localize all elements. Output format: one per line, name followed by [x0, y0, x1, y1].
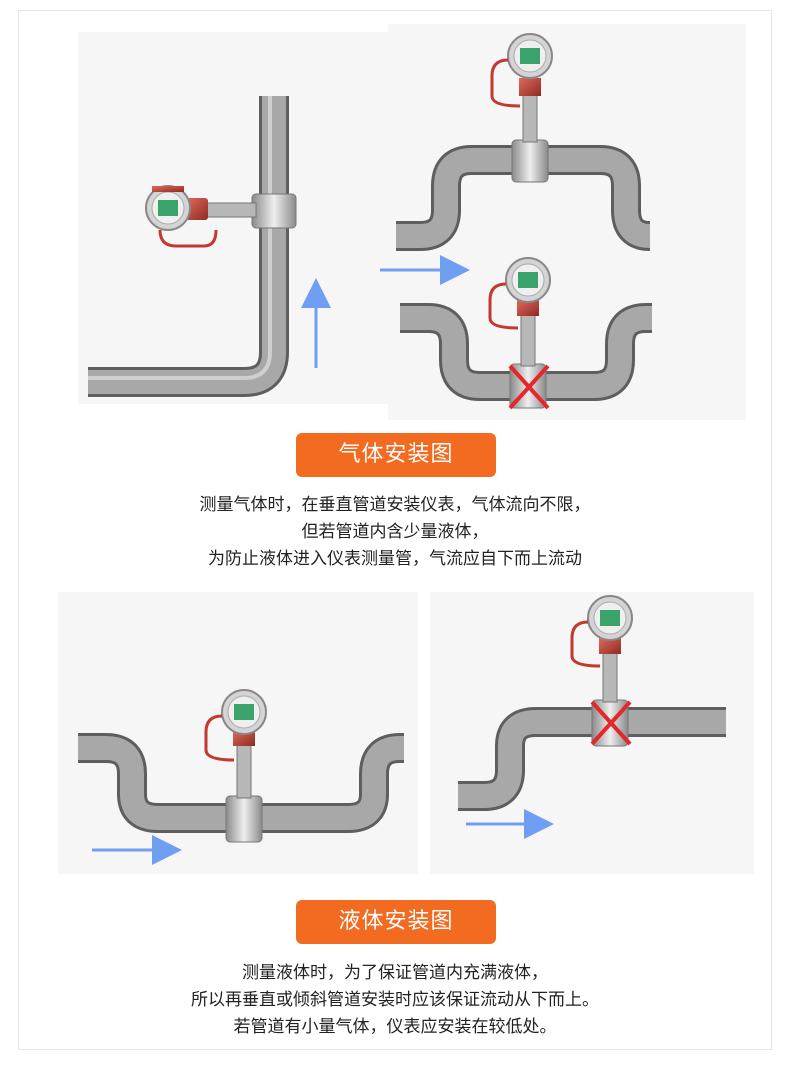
gas-bottom-cross-mark — [508, 364, 550, 410]
liquid-desc-line-1: 测量液体时，为了保证管道内充满液体， — [242, 963, 548, 983]
gas-left-meter — [145, 185, 297, 248]
gas-top-meter — [490, 33, 553, 183]
gas-desc-line-3: 为防止液体进入仪表测量管，气流应自下而上流动 — [208, 549, 582, 569]
gas-top-pipe — [396, 145, 652, 251]
liquid-section-description: 测量液体时，为了保证管道内充满液体， 所以再垂直或倾斜管道安装时应该保证流动从下… — [0, 960, 790, 1041]
liquid-left-meter — [204, 689, 267, 843]
liquid-desc-line-2: 所以再垂直或倾斜管道安装时应该保证流动从下而上。 — [191, 990, 599, 1010]
gas-section-description: 测量气体时，在垂直管道安装仪表，气体流向不限， 但若管道内含少量液体， 为防止液… — [0, 492, 790, 573]
liquid-section-title: 液体安装图 — [296, 900, 496, 944]
gas-vertical-pipe — [88, 96, 289, 397]
gas-panel-left — [78, 32, 398, 404]
liquid-right-cross-mark — [590, 700, 632, 746]
gas-desc-line-1: 测量气体时，在垂直管道安装仪表，气体流向不限， — [199, 495, 591, 515]
gas-desc-line-2: 但若管道内含少量液体， — [301, 522, 489, 542]
liquid-right-pipe — [458, 707, 726, 811]
page-frame — [18, 10, 772, 1050]
gas-section-title: 气体安装图 — [296, 433, 496, 477]
liquid-desc-line-3: 若管道有小量气体，仪表应安装在较低处。 — [233, 1017, 557, 1037]
